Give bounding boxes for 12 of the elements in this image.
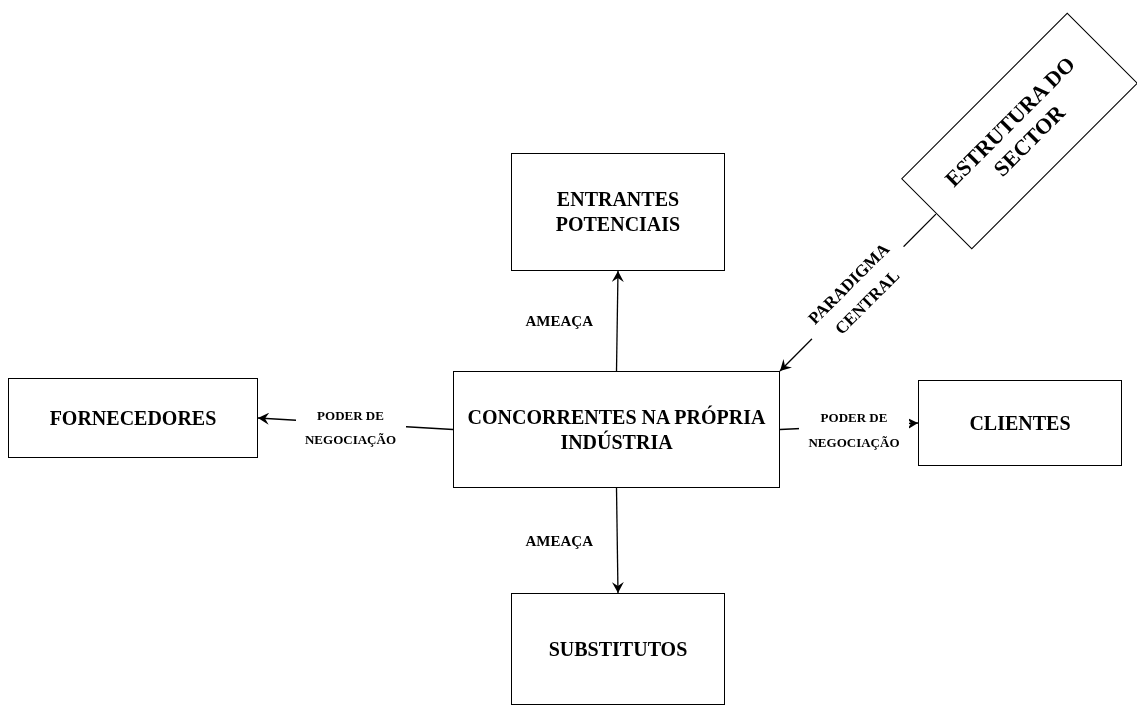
box-label: SUBSTITUTOS — [548, 636, 688, 662]
box-label: CONCORRENTES NA PRÓPRIA INDÚSTRIA — [466, 404, 767, 455]
process-box — [511, 153, 725, 271]
arrow — [611, 487, 624, 594]
process-box — [453, 371, 780, 488]
process-box — [918, 380, 1122, 466]
box-label: CLIENTES — [969, 410, 1071, 436]
box-label: FORNECEDORES — [49, 405, 217, 431]
arrow — [611, 270, 624, 372]
box-label: ENTRANTES POTENCIAIS — [554, 187, 682, 237]
process-box — [511, 593, 725, 705]
process-box — [8, 378, 258, 458]
